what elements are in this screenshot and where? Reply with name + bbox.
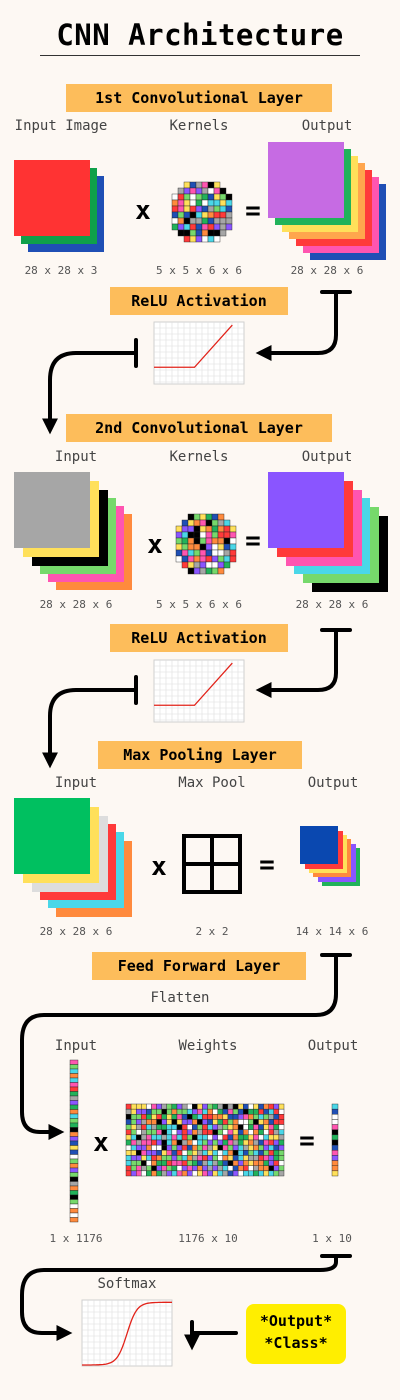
- ff-output-vector: [331, 1103, 339, 1180]
- ff-multiply: x: [93, 1128, 109, 1158]
- ff-label: Feed Forward Layer: [92, 952, 306, 980]
- ff-dim-input: 1 x 1176: [49, 1232, 103, 1245]
- conv1-col-kernels: Kernels: [169, 118, 229, 134]
- conv1-dim-input: 28 x 28 x 3: [24, 264, 98, 277]
- conv1-dim-output: 28 x 28 x 6: [290, 264, 364, 277]
- pool-output-stack: [300, 826, 364, 890]
- relu1-label: ReLU Activation: [110, 287, 288, 315]
- conv1-output-stack: [268, 142, 398, 260]
- ff-col-output: Output: [307, 1038, 359, 1054]
- page-title: CNN Architecture: [56, 18, 344, 52]
- pool-dim-output: 14 x 14 x 6: [295, 925, 369, 938]
- ff-dim-weights: 1176 x 10: [178, 1232, 238, 1245]
- pool-window-icon: [182, 834, 242, 898]
- pool-col-output: Output: [307, 775, 359, 791]
- pool-col-maxpool: Max Pool: [178, 775, 246, 791]
- relu2-plot: [153, 659, 245, 726]
- conv2-multiply: x: [147, 530, 163, 560]
- conv1-col-input: Input Image: [14, 118, 108, 134]
- output-line-1: *Output*: [259, 1312, 333, 1330]
- flatten-label: Flatten: [150, 990, 210, 1006]
- pool-input-stack: [14, 798, 134, 920]
- conv1-dim-kernels: 5 x 5 x 6 x 6: [155, 264, 243, 277]
- ff-equals: =: [299, 1126, 315, 1156]
- output-class-box: *Output* *Class*: [246, 1304, 346, 1364]
- conv2-col-input: Input: [54, 449, 98, 465]
- relu2-label: ReLU Activation: [110, 624, 288, 652]
- conv2-col-kernels: Kernels: [169, 449, 229, 465]
- ff-col-input: Input: [54, 1038, 98, 1054]
- conv2-label: 2nd Convolutional Layer: [66, 414, 332, 442]
- conv1-multiply: x: [135, 196, 151, 226]
- softmax-plot: [81, 1299, 173, 1370]
- pool-equals: =: [259, 850, 275, 880]
- conv1-equals: =: [245, 196, 261, 226]
- conv1-kernel-grid: [171, 181, 233, 246]
- output-line-2: *Class*: [264, 1334, 328, 1352]
- ff-dim-output: 1 x 10: [312, 1232, 352, 1245]
- pool-label: Max Pooling Layer: [98, 741, 302, 769]
- conv1-input-stack: [14, 160, 110, 256]
- pool-col-input: Input: [54, 775, 98, 791]
- conv2-equals: =: [245, 526, 261, 556]
- conv2-kernel-grid: [175, 513, 237, 578]
- pool-multiply: x: [151, 852, 167, 882]
- relu1-plot: [153, 321, 245, 388]
- pool-dim-input: 28 x 28 x 6: [39, 925, 113, 938]
- conv2-dim-output: 28 x 28 x 6: [295, 598, 369, 611]
- conv2-input-stack: [14, 472, 134, 590]
- conv2-output-stack: [268, 472, 392, 592]
- title-rule: [40, 55, 360, 56]
- softmax-label: Softmax: [97, 1276, 157, 1292]
- conv2-col-output: Output: [301, 449, 353, 465]
- pool-dim-maxpool: 2 x 2: [195, 925, 229, 938]
- conv1-col-output: Output: [301, 118, 353, 134]
- ff-weights-matrix: [125, 1103, 285, 1180]
- ff-input-vector: [69, 1059, 79, 1226]
- conv2-dim-input: 28 x 28 x 6: [39, 598, 113, 611]
- ff-col-weights: Weights: [178, 1038, 238, 1054]
- conv2-dim-kernels: 5 x 5 x 6 x 6: [155, 598, 243, 611]
- conv1-label: 1st Convolutional Layer: [66, 84, 332, 112]
